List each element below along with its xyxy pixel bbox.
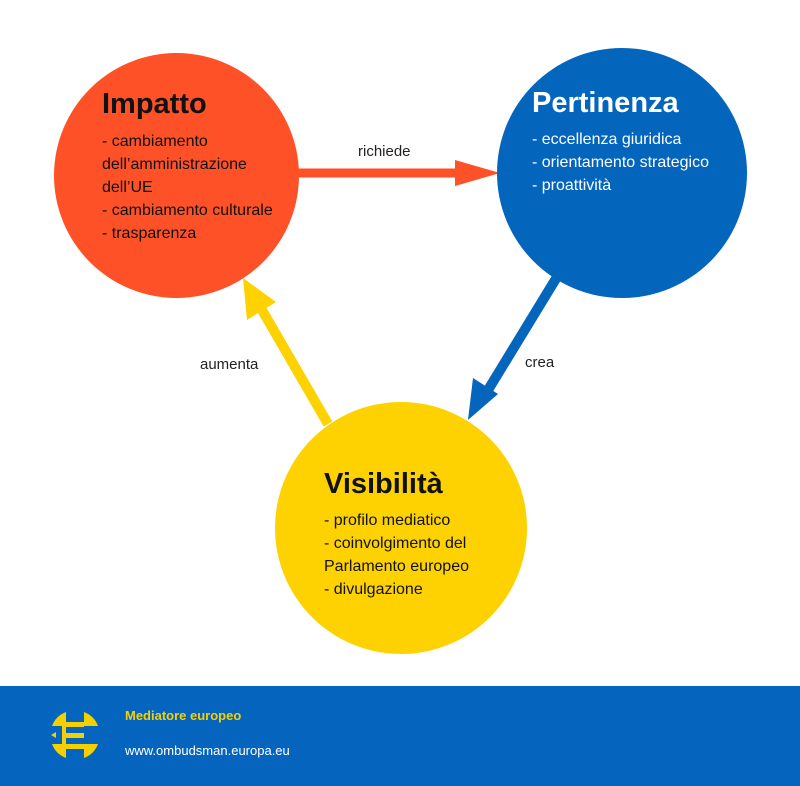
edge-label-richiede: richiede [358,143,411,160]
node-impatto [54,53,299,298]
footer-org-name: Mediatore europeo [125,708,242,723]
arrows [243,160,565,427]
list-item: - divulgazione [324,581,423,598]
list-item: - orientamento strategico [532,154,709,171]
arrow-aumenta [243,278,333,427]
node-impatto-title: Impatto [102,88,207,120]
arrow-crea [468,269,565,420]
node-visibilita-items: - profilo mediatico - coinvolgimento del… [324,509,504,601]
edge-label-crea: crea [525,354,555,371]
edge-label-aumenta: aumenta [200,356,259,373]
ombudsman-logo-icon [51,712,98,758]
arrow-richiede [298,160,500,186]
footer-url[interactable]: www.ombudsman.europa.eu [125,743,290,758]
list-item: - cambiamento dell’amministrazione dell’… [102,133,247,196]
list-item: - profilo mediatico [324,512,451,529]
node-pertinenza-items: - eccellenza giuridica - orientamento st… [532,128,752,197]
list-item: - eccellenza giuridica [532,131,682,148]
list-item: - cambiamento culturale [102,202,273,219]
footer: Mediatore europeo www.ombudsman.europa.e… [0,686,800,786]
node-pertinenza [497,48,747,298]
node-pertinenza-title: Pertinenza [532,87,679,119]
list-item: - trasparenza [102,225,197,242]
list-item: - proattività [532,177,612,194]
diagram: Impatto - cambiamento dell’amministrazio… [54,48,752,654]
node-impatto-items: - cambiamento dell’amministrazione dell’… [102,130,277,245]
list-item: - coinvolgimento del Parlamento europeo [324,535,469,575]
node-visibilita [275,402,527,654]
node-visibilita-title: Visibilità [324,468,443,500]
